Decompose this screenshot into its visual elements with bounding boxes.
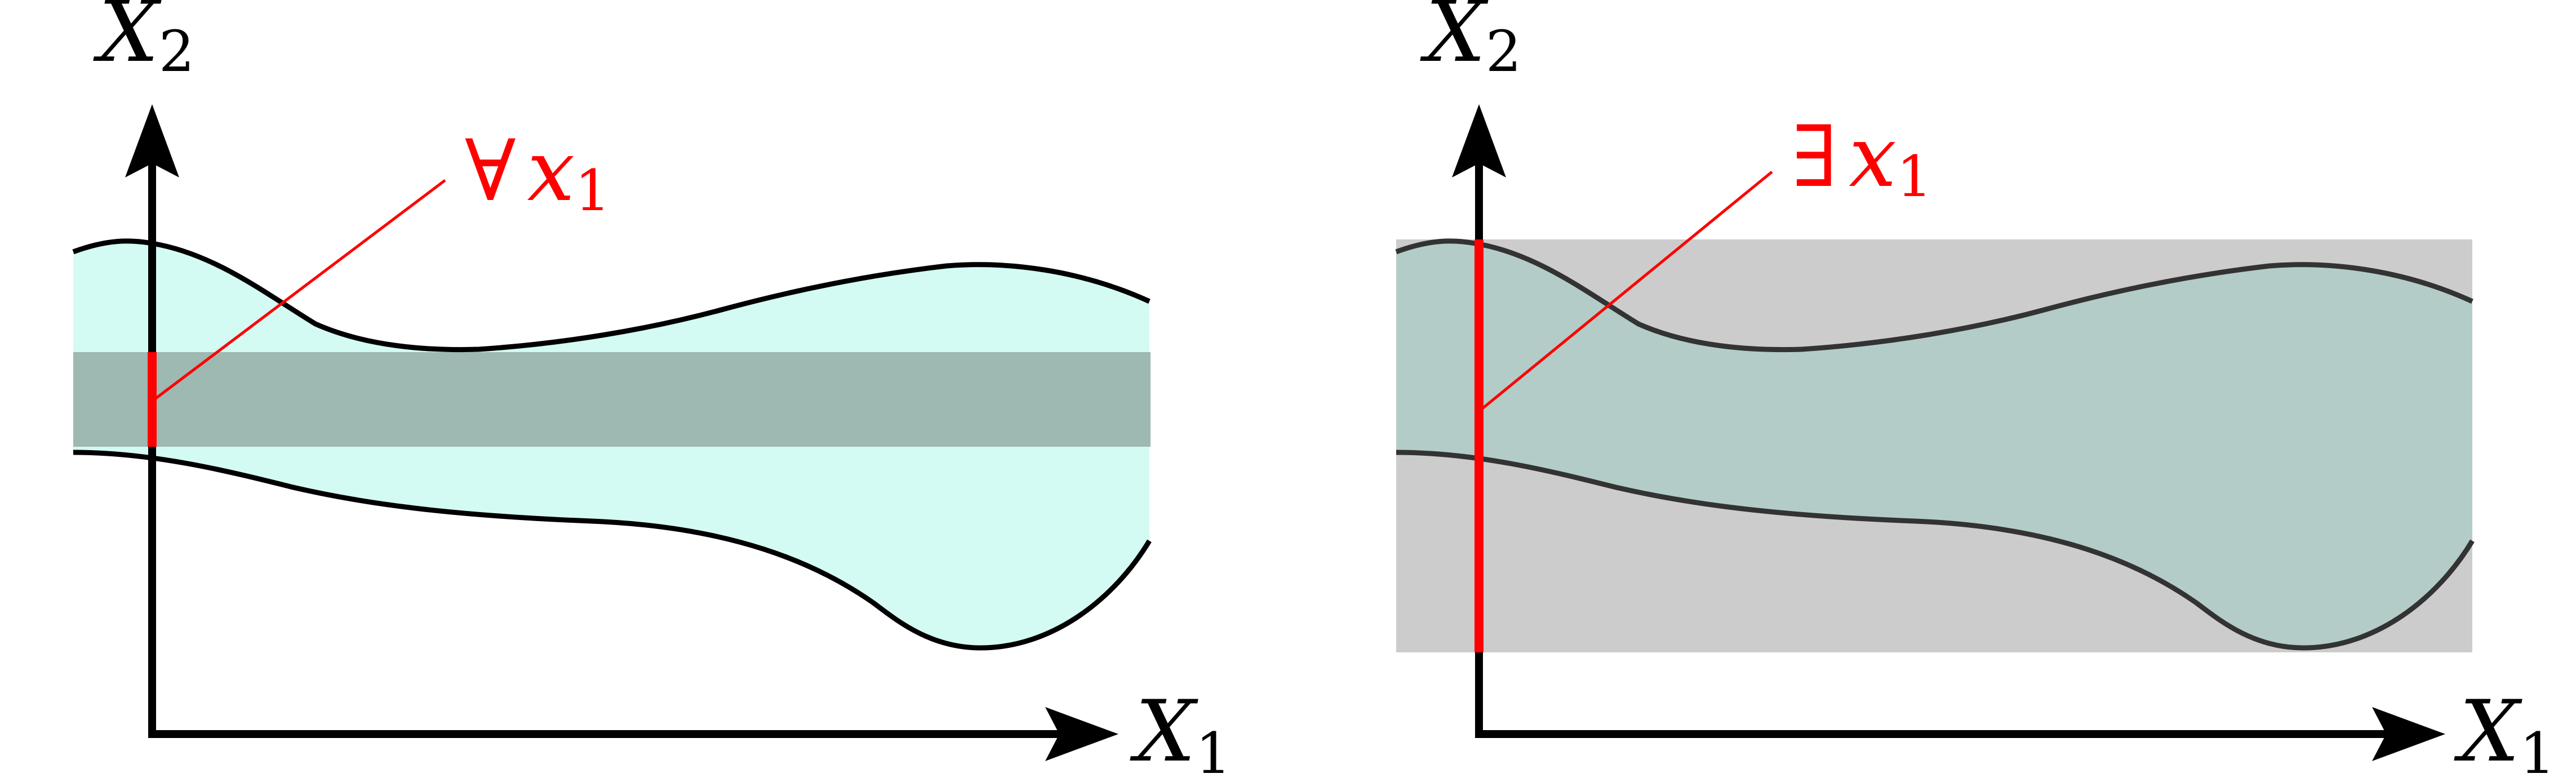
annotation-variable: x xyxy=(527,122,575,220)
y-axis-arrowhead xyxy=(1452,104,1506,177)
forall-panel: X2 X1 ∀x1 xyxy=(72,0,1231,778)
y-axis-label-sub: 2 xyxy=(1486,19,1522,85)
annotation-label: ∃x1 xyxy=(1792,108,1933,210)
lower-boundary-curve xyxy=(1396,450,2475,651)
quantifier-symbol: ∀ xyxy=(465,122,516,220)
x-axis-arrowhead xyxy=(1045,707,1118,761)
x-axis-label: X1 xyxy=(2454,683,2555,778)
upper-boundary-curve xyxy=(1395,238,2473,353)
x-axis-label-sub: 1 xyxy=(2520,721,2556,778)
horizontal-band xyxy=(73,352,1151,447)
annotation-pointer-line xyxy=(1478,171,1773,412)
y-axis-label: X2 xyxy=(1420,0,1521,85)
annotation-subscript: 1 xyxy=(575,158,611,224)
annotation-label: ∀x1 xyxy=(465,122,611,224)
x-axis-arrowhead xyxy=(2372,707,2445,761)
shaded-region xyxy=(1396,241,2472,648)
y-axis-arrowhead xyxy=(125,104,179,177)
x-axis-label-main: X xyxy=(2454,683,2522,778)
annotation-variable: x xyxy=(1849,108,1897,206)
annotation-subscript: 1 xyxy=(1897,144,1933,210)
x-axis-label: X1 xyxy=(1130,683,1231,778)
upper-boundary-curve xyxy=(72,238,1151,353)
quantifier-symbol: ∃ xyxy=(1792,108,1837,206)
x-axis-label-sub: 1 xyxy=(1196,721,1232,778)
annotation-pointer-line xyxy=(151,179,446,402)
y-axis-label: X2 xyxy=(93,0,194,85)
lower-boundary-curve xyxy=(73,450,1152,651)
y-axis-label-main: X xyxy=(1420,0,1489,81)
y-axis-label-sub: 2 xyxy=(159,19,195,85)
y-axis-label-main: X xyxy=(93,0,162,81)
x-axis-label-main: X xyxy=(1130,683,1198,778)
exists-panel: X2 X1 ∃x1 xyxy=(1395,0,2555,778)
